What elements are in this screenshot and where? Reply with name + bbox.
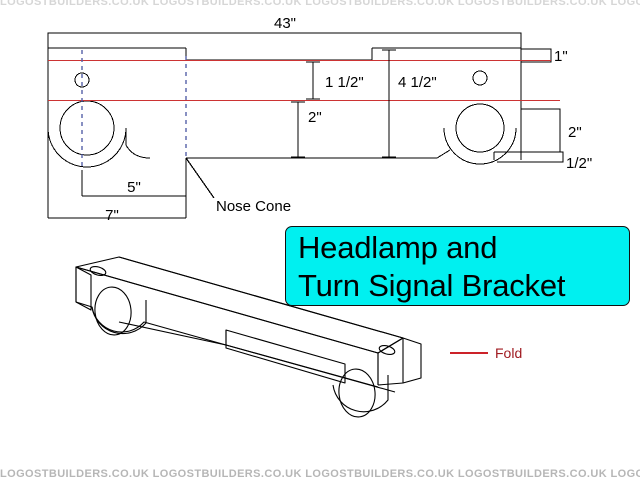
dim-5in-line <box>81 170 187 197</box>
title-line-2: Turn Signal Bracket <box>298 268 566 303</box>
dim-label-end-width: 7" <box>105 207 119 224</box>
dim-label-lower-web: 2" <box>308 109 322 126</box>
fold-lines-group <box>48 59 560 102</box>
blank-outline <box>47 47 522 219</box>
title-banner: Headlamp and Turn Signal Bracket <box>285 226 630 306</box>
fold-legend: Fold <box>450 345 522 361</box>
right-thin-tab <box>497 151 564 163</box>
dim-label-right-tab-height: 2" <box>568 124 582 141</box>
dim-1-1-2-line <box>306 61 320 100</box>
overall-length-dimension <box>47 32 522 48</box>
iso-hole-right-top <box>378 345 396 355</box>
dim-label-overall-length: 43" <box>274 15 296 32</box>
left-mounting-hole <box>74 72 90 88</box>
dim-label-nose-offset: 5" <box>127 179 141 196</box>
isometric-bracket <box>75 256 422 418</box>
dim-label-upper-web: 1 1/2" <box>325 74 364 91</box>
iso-left-lug-hole <box>94 286 132 336</box>
dim-label-top-flange-right: 1" <box>554 48 568 65</box>
right-boss <box>443 103 517 165</box>
dim-label-right-tab-small: 1/2" <box>566 155 592 172</box>
dim-label-full-web: 4 1/2" <box>398 74 437 91</box>
iso-right-fold-tab <box>377 337 422 386</box>
dimension-lines-group <box>81 49 396 199</box>
fold-legend-label: Fold <box>495 345 522 361</box>
iso-bottom-flange <box>225 329 346 384</box>
nose-cone-leader <box>185 157 215 199</box>
iso-left-lug <box>91 286 147 336</box>
iso-left-end-cap <box>75 266 92 311</box>
title-line-1: Headlamp and <box>298 230 498 265</box>
dim-4-1-2-line <box>382 49 396 158</box>
iso-right-lug <box>332 368 389 418</box>
right-top-flange-tab <box>521 48 552 63</box>
right-mounting-hole <box>472 70 488 86</box>
iso-right-lug-hole <box>338 368 376 418</box>
iso-hole-left-top <box>89 266 107 276</box>
iso-rear-top-edge <box>118 256 404 339</box>
dim-2in-line <box>291 101 305 158</box>
centerlines-group <box>81 50 187 170</box>
left-boss <box>47 100 151 168</box>
dimension-text-group: 43" 1" 1 1/2" 4 1/2" 2" 2" 1/2" 5" 7" No… <box>105 15 592 224</box>
flat-pattern-group <box>47 32 564 219</box>
annotation-nose-cone: Nose Cone <box>216 198 291 215</box>
